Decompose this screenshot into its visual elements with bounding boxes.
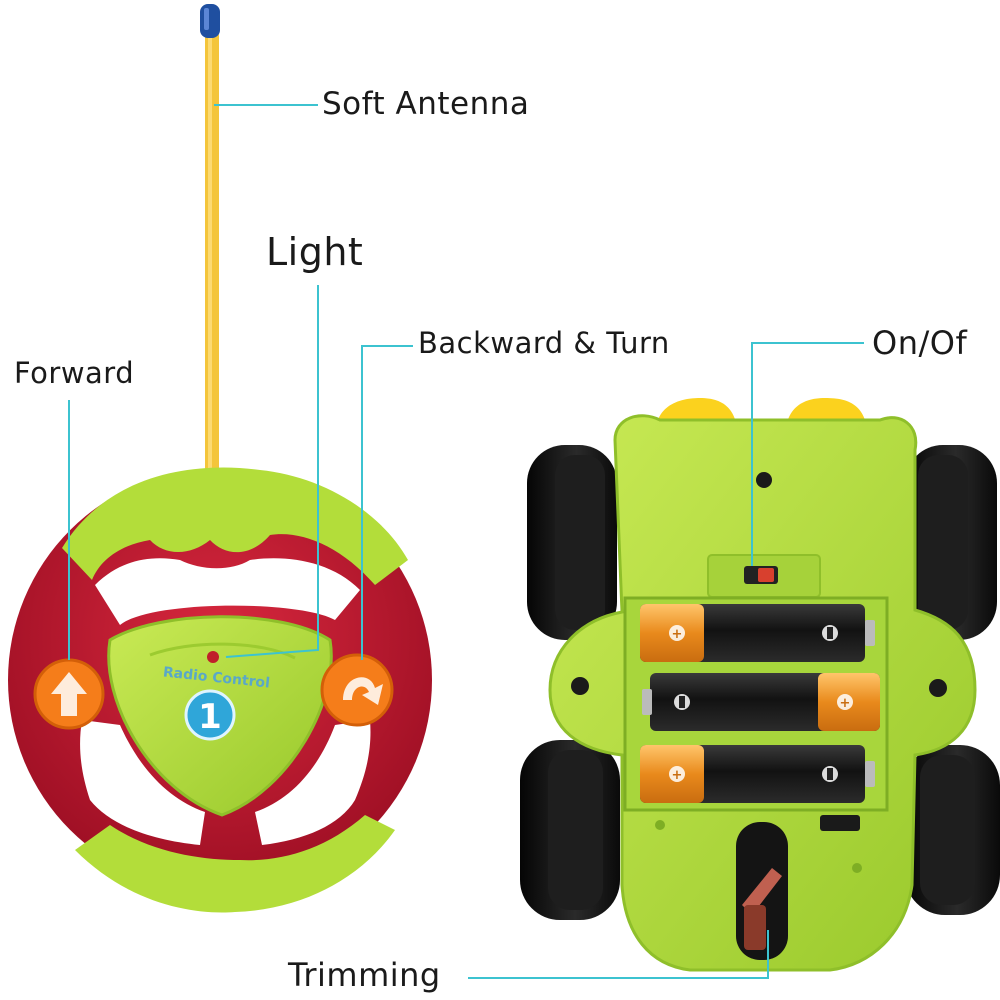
svg-text:+: + (840, 696, 851, 711)
backward-turn-button[interactable] (320, 653, 394, 727)
turn-arrow-icon (343, 677, 383, 705)
trimming-knob[interactable] (736, 822, 788, 960)
tire-top-right (905, 445, 997, 640)
svg-text:+: + (672, 627, 683, 642)
rc-car-underside: + + + (520, 398, 1000, 972)
forward-button[interactable] (33, 658, 105, 730)
label-backward-turn: Backward & Turn (418, 326, 670, 360)
steering-wheel-bottom-grip (75, 815, 395, 913)
battery-3: + (640, 745, 875, 803)
label-forward: Forward (14, 356, 135, 390)
channel-badge (184, 689, 236, 741)
tire-bottom-right (905, 745, 1000, 915)
steering-wheel-top-grip (62, 467, 408, 585)
label-trimming: Trimming (288, 956, 441, 994)
svg-text:+: + (672, 768, 683, 783)
light-indicator (207, 651, 219, 663)
battery-2: + (642, 673, 880, 731)
label-on-off: On/Of (872, 324, 968, 362)
arrow-up-icon (51, 672, 87, 716)
battery-1: + (640, 604, 875, 662)
callout-lines (68, 104, 864, 979)
channel-number: 1 (198, 697, 222, 737)
label-soft-antenna: Soft Antenna (322, 86, 530, 122)
soft-antenna (200, 4, 220, 478)
label-light: Light (266, 230, 364, 274)
tire-top-left (527, 445, 617, 640)
remote-control: Radio Control 1 (8, 4, 432, 913)
tire-bottom-left (520, 740, 620, 920)
